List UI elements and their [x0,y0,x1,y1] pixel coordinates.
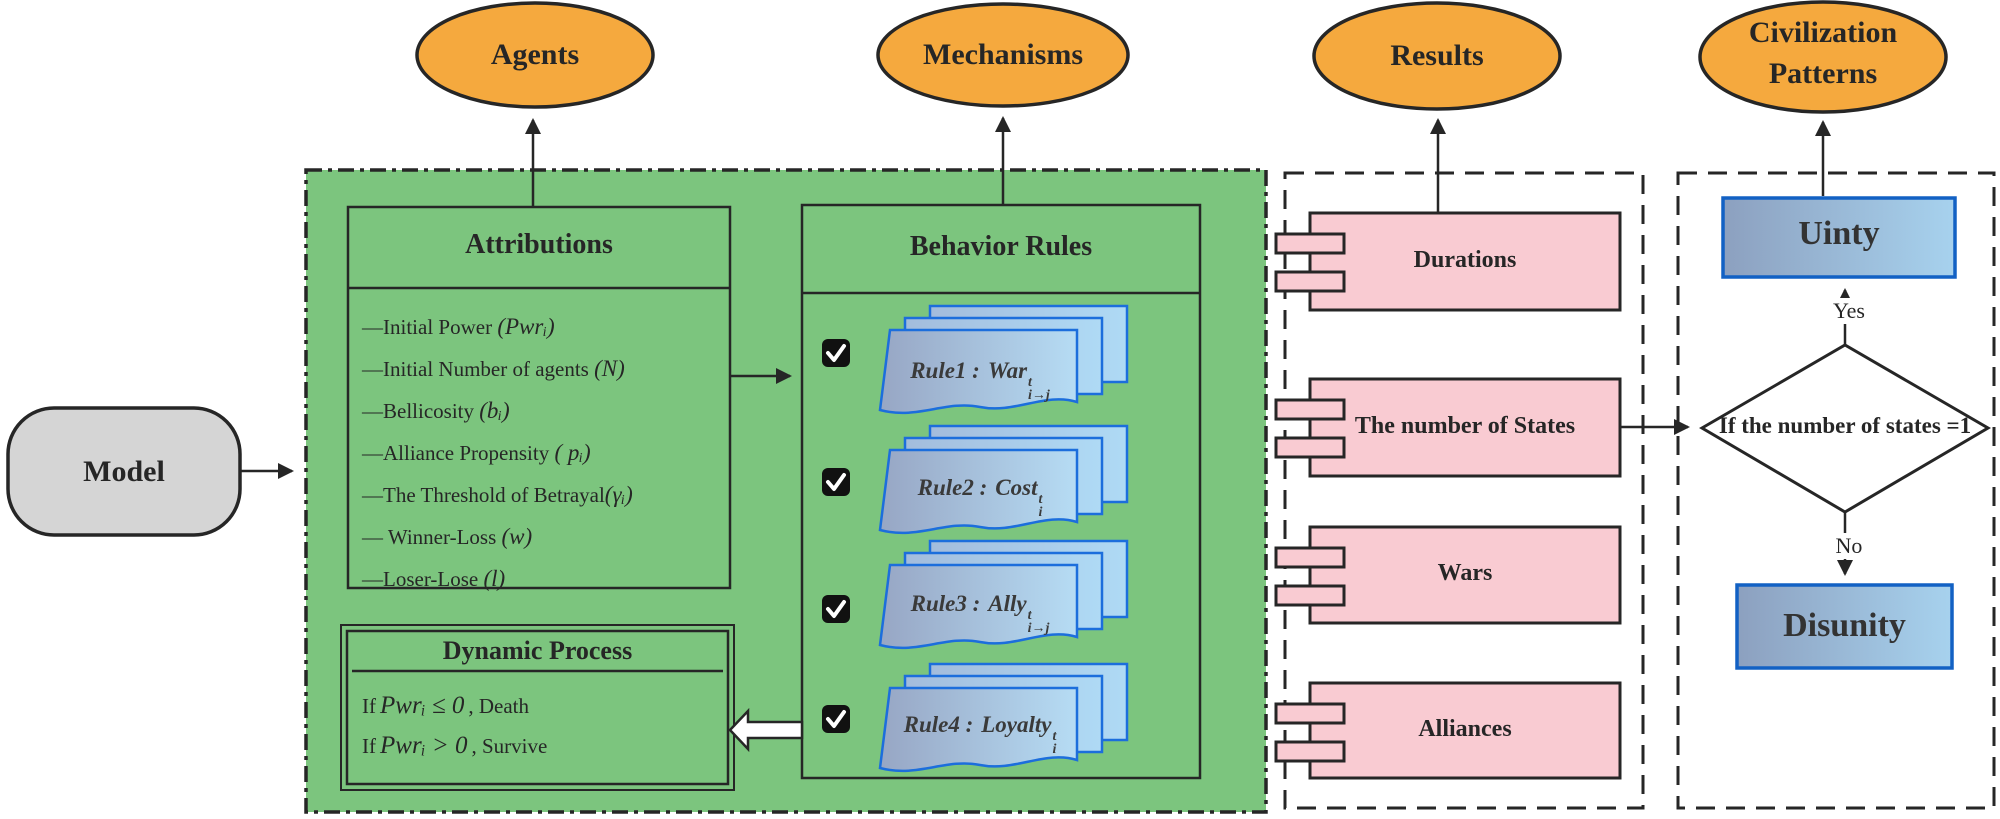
rule1-checked-checkbox-icon [822,339,850,367]
attribution-item-text: —Bellicosity [362,399,480,423]
attribution-item-math: (γᵢ) [604,482,633,507]
rule4-card-stack [878,662,1129,773]
rule-sup: t [1038,492,1043,507]
behavior-rules-title: Behavior Rules [909,231,1093,262]
attribution-item-text: —Initial Number of agents [362,357,595,381]
agents-node [415,1,655,109]
attribution-item: —The Threshold of Betrayal(γᵢ) [362,474,722,516]
agents-label: Agents [490,38,580,71]
attributions-box [346,205,732,590]
civilization-line2: Patterns [1768,56,1878,90]
results-label: Results [1390,39,1484,72]
durations-box [1274,211,1622,312]
rule-sup: t [1052,729,1057,744]
attribution-item: —Loser-Lose (l) [362,558,722,600]
attribution-item-math: (w) [501,524,533,549]
rule-sub: i [1038,504,1043,520]
rule2-card-stack [878,424,1129,535]
rule-term: Ally [988,591,1027,616]
rule-name: Rule3 : [910,591,981,616]
rule-sub: i [1052,741,1057,757]
attribution-item-math: (bᵢ) [479,398,510,423]
attribution-item: —Initial Power (Pwrᵢ) [362,306,722,348]
rule3-checked-checkbox-icon [822,595,850,623]
wars-label: Wars [1437,560,1493,586]
yes-label: Yes [1805,298,1893,324]
no-label: No [1805,533,1893,559]
dp-prefix: If [362,694,376,718]
disunity-label: Disunity [1783,607,1906,644]
rule1-card-stack [878,304,1129,415]
attribution-item-text: — Winner-Loss [362,525,502,549]
results-node [1312,1,1562,111]
attributions-title: Attributions [465,229,613,260]
attribution-item-text: —The Threshold of Betrayal [362,483,605,507]
dp-suffix: , Death [468,694,530,718]
civilization-line1: Civilization [1748,16,1898,49]
unity-box [1721,196,1957,279]
rule-term: Cost [995,475,1038,500]
model-label: Model [83,455,165,488]
rule-term: Loyalty [981,712,1052,737]
attribution-item-text: —Initial Power [362,315,498,339]
number-of-states-label: The number of States [1354,413,1576,439]
attribution-item: —Initial Number of agents (N) [362,348,722,390]
block-arrow-rules-to-dynamic-process [728,707,804,753]
attribution-item: —Alliance Propensity ( pᵢ) [362,432,722,474]
civilization-patterns-node [1698,0,1948,114]
dp-suffix: , Survive [471,734,548,758]
mechanisms-node [876,2,1130,108]
rule-name: Rule1 : [910,358,980,383]
dp-math: Pwrᵢ > 0 [380,732,468,759]
attribution-item-text: —Alliance Propensity [362,441,555,465]
attribution-item-text: —Loser-Lose [362,567,484,591]
decision-label: If the number of states =1 [1718,413,1972,438]
rule-term: War [987,358,1028,383]
dynamic-process-outer-box [340,624,735,791]
attribution-item: — Winner-Loss (w) [362,516,722,558]
wars-box [1274,525,1622,625]
attribution-item-math: (N) [594,356,625,381]
mechanisms-label: Mechanisms [923,38,1083,71]
disunity-box [1735,583,1954,670]
attribution-item-math: (l) [483,566,506,591]
rule-sup: t [1027,608,1032,623]
dp-prefix: If [362,734,376,758]
rule2-checked-checkbox-icon [822,468,850,496]
decision-diamond [1699,343,1991,514]
rule4-checked-checkbox-icon [822,705,850,733]
rule3-card-stack [878,539,1129,650]
rule-name: Rule2 : [917,475,988,500]
attribution-item-math: (Pwrᵢ) [497,314,555,339]
durations-label: Durations [1413,247,1517,273]
civilization-patterns-label: Civilization Patterns [1700,13,1946,94]
behavior-rules-box [800,203,1202,780]
rule-name: Rule4 : [903,712,974,737]
dp-math: Pwrᵢ ≤ 0 [380,692,465,719]
model-node [6,406,242,537]
rule-sup: t [1028,375,1032,390]
attributions-list: —Initial Power (Pwrᵢ) —Initial Number of… [362,306,722,600]
alliances-label: Alliances [1418,716,1512,742]
dynamic-process-title: Dynamic Process [442,636,633,665]
dynamic-process-box [345,629,730,786]
number-of-states-box [1274,377,1622,478]
attribution-item-math: ( pᵢ) [554,440,591,465]
rule-sub: i→j [1028,387,1050,403]
attribution-item: —Bellicosity (bᵢ) [362,390,722,432]
rule-sub: i→j [1027,620,1050,636]
alliances-box [1274,681,1622,780]
unity-label: Uinty [1798,215,1880,252]
